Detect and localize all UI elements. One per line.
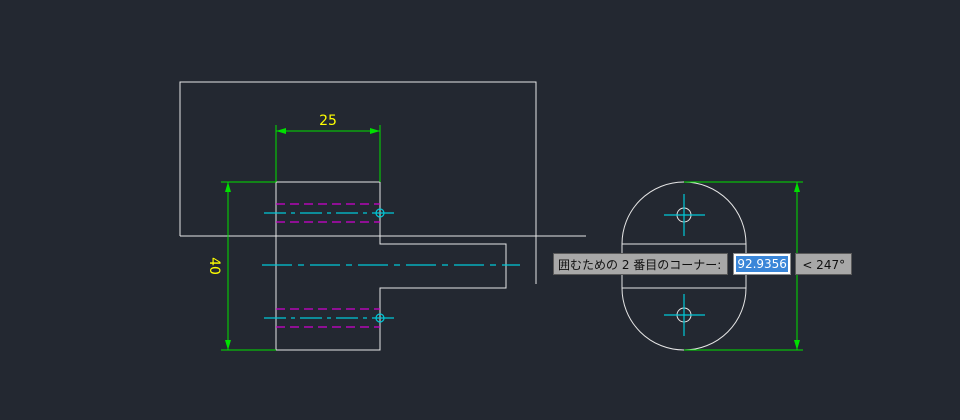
dimension-width: [275, 125, 381, 182]
front-view-outline: [275, 181, 507, 351]
dimension-height-text: 40: [206, 257, 222, 275]
dimension-height: [221, 181, 276, 351]
dynamic-input-angle[interactable]: < 247°: [795, 253, 853, 275]
hidden-lines: [276, 203, 380, 328]
dimension-width-text: 25: [319, 113, 337, 129]
dynamic-input-field[interactable]: 92.9356: [733, 253, 792, 275]
side-view-centerlines: [664, 194, 705, 336]
dynamic-input-value[interactable]: 92.9356: [736, 256, 788, 272]
dynamic-input-tooltip: 囲むための 2 番目のコーナー: 92.9356 < 247°: [553, 253, 853, 275]
selection-window: [179, 81, 586, 284]
center-lines: [262, 208, 520, 323]
dynamic-input-prompt: 囲むための 2 番目のコーナー:: [553, 253, 729, 275]
